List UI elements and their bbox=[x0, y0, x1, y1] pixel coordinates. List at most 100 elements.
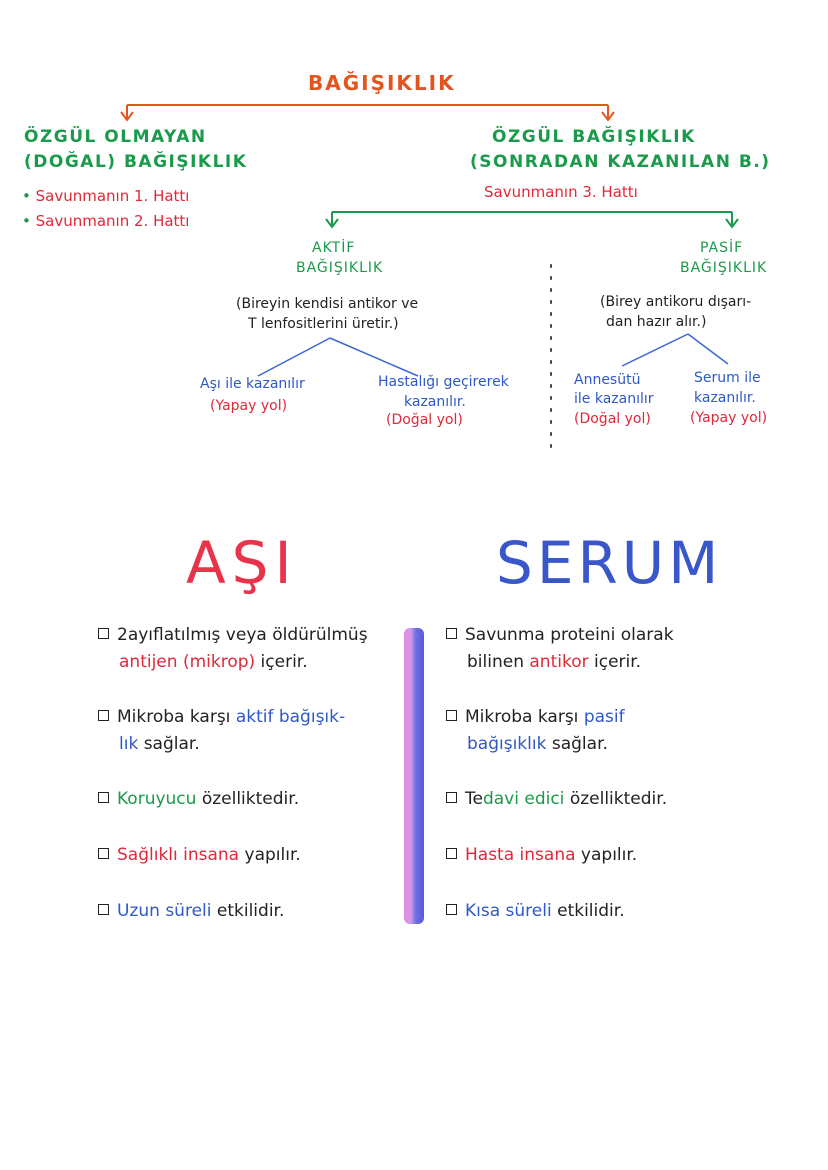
asi-item-text: Koruyucu bbox=[117, 789, 197, 809]
nonspecific-item-1-text: Savunmanın 1. Hattı bbox=[35, 187, 190, 205]
asi-item-line: Koruyucu özelliktedir. bbox=[98, 786, 299, 813]
asi-item-text: sağlar. bbox=[138, 734, 200, 755]
serum-item-text: özelliktedir. bbox=[564, 789, 668, 809]
active-heading-line2: BAĞIŞIKLIK bbox=[296, 260, 384, 276]
checkbox-icon bbox=[446, 792, 457, 803]
asi-item-text: Sağlıklı insana bbox=[117, 845, 240, 865]
asi-heading: AŞI bbox=[186, 529, 298, 597]
checkbox-icon bbox=[98, 628, 109, 639]
asi-item-text: yapılır. bbox=[239, 845, 301, 865]
top-split-arrow bbox=[120, 104, 615, 122]
asi-item-text: 2ayıflatılmış veya öldürülmüş bbox=[117, 625, 368, 645]
asi-item: Mikroba karşı aktif bağışık-lık sağlar. bbox=[98, 704, 345, 758]
checkbox-icon bbox=[98, 710, 109, 721]
serum-item-text: içerir. bbox=[588, 652, 642, 673]
checkbox-icon bbox=[98, 904, 109, 915]
specific-split-arrow bbox=[325, 211, 739, 229]
serum-item-text: sağlar. bbox=[546, 734, 608, 755]
page-title: BAĞIŞIKLIK bbox=[308, 71, 456, 95]
asi-item: Koruyucu özelliktedir. bbox=[98, 786, 299, 813]
passive-note-line1: (Birey antikoru dışarı- bbox=[600, 294, 752, 310]
asi-item-line: Mikroba karşı aktif bağışık- bbox=[98, 704, 345, 731]
nonspecific-item-1: • Savunmanın 1. Hattı bbox=[22, 187, 190, 205]
active-vaccine-leaf-path: (Yapay yol) bbox=[210, 398, 288, 414]
asi-item-text: içerir. bbox=[255, 652, 308, 673]
serum-item: Tedavi edici özelliktedir. bbox=[446, 786, 667, 813]
serum-item-line: bağışıklık sağlar. bbox=[446, 731, 625, 758]
asi-item-line: antijen (mikrop) içerir. bbox=[98, 649, 368, 676]
asi-item: Sağlıklı insana yapılır. bbox=[98, 842, 301, 869]
passive-branch-lines bbox=[621, 333, 729, 367]
serum-item-text: Savunma proteini olarak bbox=[465, 625, 674, 645]
serum-item: Kısa süreli etkilidir. bbox=[446, 898, 625, 925]
passive-milk-leaf-path: (Doğal yol) bbox=[574, 411, 651, 427]
asi-item: 2ayıflatılmış veya öldürülmüş antijen (mi… bbox=[98, 622, 368, 676]
specific-heading-line2: (SONRADAN KAZANILAN B.) bbox=[470, 152, 771, 172]
nonspecific-item-2-text: Savunmanın 2. Hattı bbox=[35, 212, 190, 230]
serum-heading: SERUM bbox=[496, 529, 723, 597]
checkbox-icon bbox=[446, 628, 457, 639]
serum-item-text: bilinen bbox=[467, 652, 530, 673]
serum-item-line: bilinen antikor içerir. bbox=[446, 649, 674, 676]
active-disease-leaf-line2: kazanılır. bbox=[404, 394, 466, 410]
active-heading-line1: AKTİF bbox=[312, 240, 356, 256]
serum-item-line: Mikroba karşı pasif bbox=[446, 704, 625, 731]
checkbox-icon bbox=[446, 848, 457, 859]
serum-item-text: pasif bbox=[583, 707, 625, 727]
serum-item-line: Hasta insana yapılır. bbox=[446, 842, 637, 869]
serum-item-text: antikor bbox=[529, 652, 589, 673]
serum-item-line: Kısa süreli etkilidir. bbox=[446, 898, 625, 925]
serum-item-line: Savunma proteini olarak bbox=[446, 622, 674, 649]
passive-serum-leaf-path: (Yapay yol) bbox=[690, 410, 768, 426]
asi-item-text: özelliktedir. bbox=[196, 789, 300, 809]
highlighter-divider bbox=[404, 628, 424, 924]
serum-item-text: Kısa süreli bbox=[465, 901, 552, 921]
asi-item-text: lık bbox=[119, 734, 139, 755]
active-note-line1: (Bireyin kendisi antikor ve bbox=[236, 296, 419, 312]
serum-item-text: bağışıklık bbox=[467, 734, 547, 755]
active-vaccine-leaf: Aşı ile kazanılır bbox=[200, 376, 305, 392]
serum-item-text: Mikroba karşı bbox=[465, 707, 584, 727]
asi-item-text: etkilidir. bbox=[211, 901, 285, 921]
active-note-line2: T lenfositlerini üretir.) bbox=[248, 316, 399, 332]
passive-serum-leaf-line2: kazanılır. bbox=[694, 390, 756, 406]
serum-item-text: etkilidir. bbox=[551, 901, 625, 921]
asi-item-line: Sağlıklı insana yapılır. bbox=[98, 842, 301, 869]
checkbox-icon bbox=[446, 904, 457, 915]
serum-item: Hasta insana yapılır. bbox=[446, 842, 637, 869]
specific-subtitle: Savunmanın 3. Hattı bbox=[484, 183, 638, 201]
specific-heading-line1: ÖZGÜL BAĞIŞIKLIK bbox=[492, 127, 696, 147]
active-branch-lines bbox=[257, 337, 419, 377]
asi-item: Uzun süreli etkilidir. bbox=[98, 898, 284, 925]
checkbox-icon bbox=[98, 792, 109, 803]
passive-milk-leaf-line1: Annesütü bbox=[574, 372, 641, 388]
bullet-icon: • bbox=[22, 212, 31, 230]
asi-item-line: Uzun süreli etkilidir. bbox=[98, 898, 284, 925]
serum-item-line: Tedavi edici özelliktedir. bbox=[446, 786, 667, 813]
serum-item-text: Hasta insana bbox=[465, 845, 576, 865]
asi-item-text: Mikroba karşı bbox=[117, 707, 236, 727]
serum-item-text: davi edici bbox=[482, 789, 565, 809]
asi-item-line: lık sağlar. bbox=[98, 731, 345, 758]
asi-item-text: Uzun süreli bbox=[117, 901, 212, 921]
checkbox-icon bbox=[98, 848, 109, 859]
nonspecific-heading-line2: (DOĞAL) BAĞIŞIKLIK bbox=[24, 152, 248, 172]
passive-heading-line2: BAĞIŞIKLIK bbox=[680, 260, 768, 276]
active-disease-leaf-path: (Doğal yol) bbox=[386, 412, 463, 428]
passive-serum-leaf-line1: Serum ile bbox=[694, 370, 761, 386]
serum-item-text: Te bbox=[465, 789, 483, 809]
passive-heading-line1: PASİF bbox=[700, 240, 744, 256]
asi-item-line: 2ayıflatılmış veya öldürülmüş bbox=[98, 622, 368, 649]
bullet-icon: • bbox=[22, 187, 31, 205]
passive-note-line2: dan hazır alır.) bbox=[606, 314, 707, 330]
active-disease-leaf-line1: Hastalığı geçirerek bbox=[378, 374, 509, 390]
serum-item-text: yapılır. bbox=[575, 845, 638, 865]
asi-item-text: aktif bağışık- bbox=[235, 707, 346, 727]
passive-milk-leaf-line2: ile kazanılır bbox=[574, 391, 654, 407]
serum-item: Savunma proteini olarak bilinen antikor i… bbox=[446, 622, 674, 676]
checkbox-icon bbox=[446, 710, 457, 721]
nonspecific-item-2: • Savunmanın 2. Hattı bbox=[22, 212, 190, 230]
asi-item-text: antijen (mikrop) bbox=[119, 652, 256, 673]
